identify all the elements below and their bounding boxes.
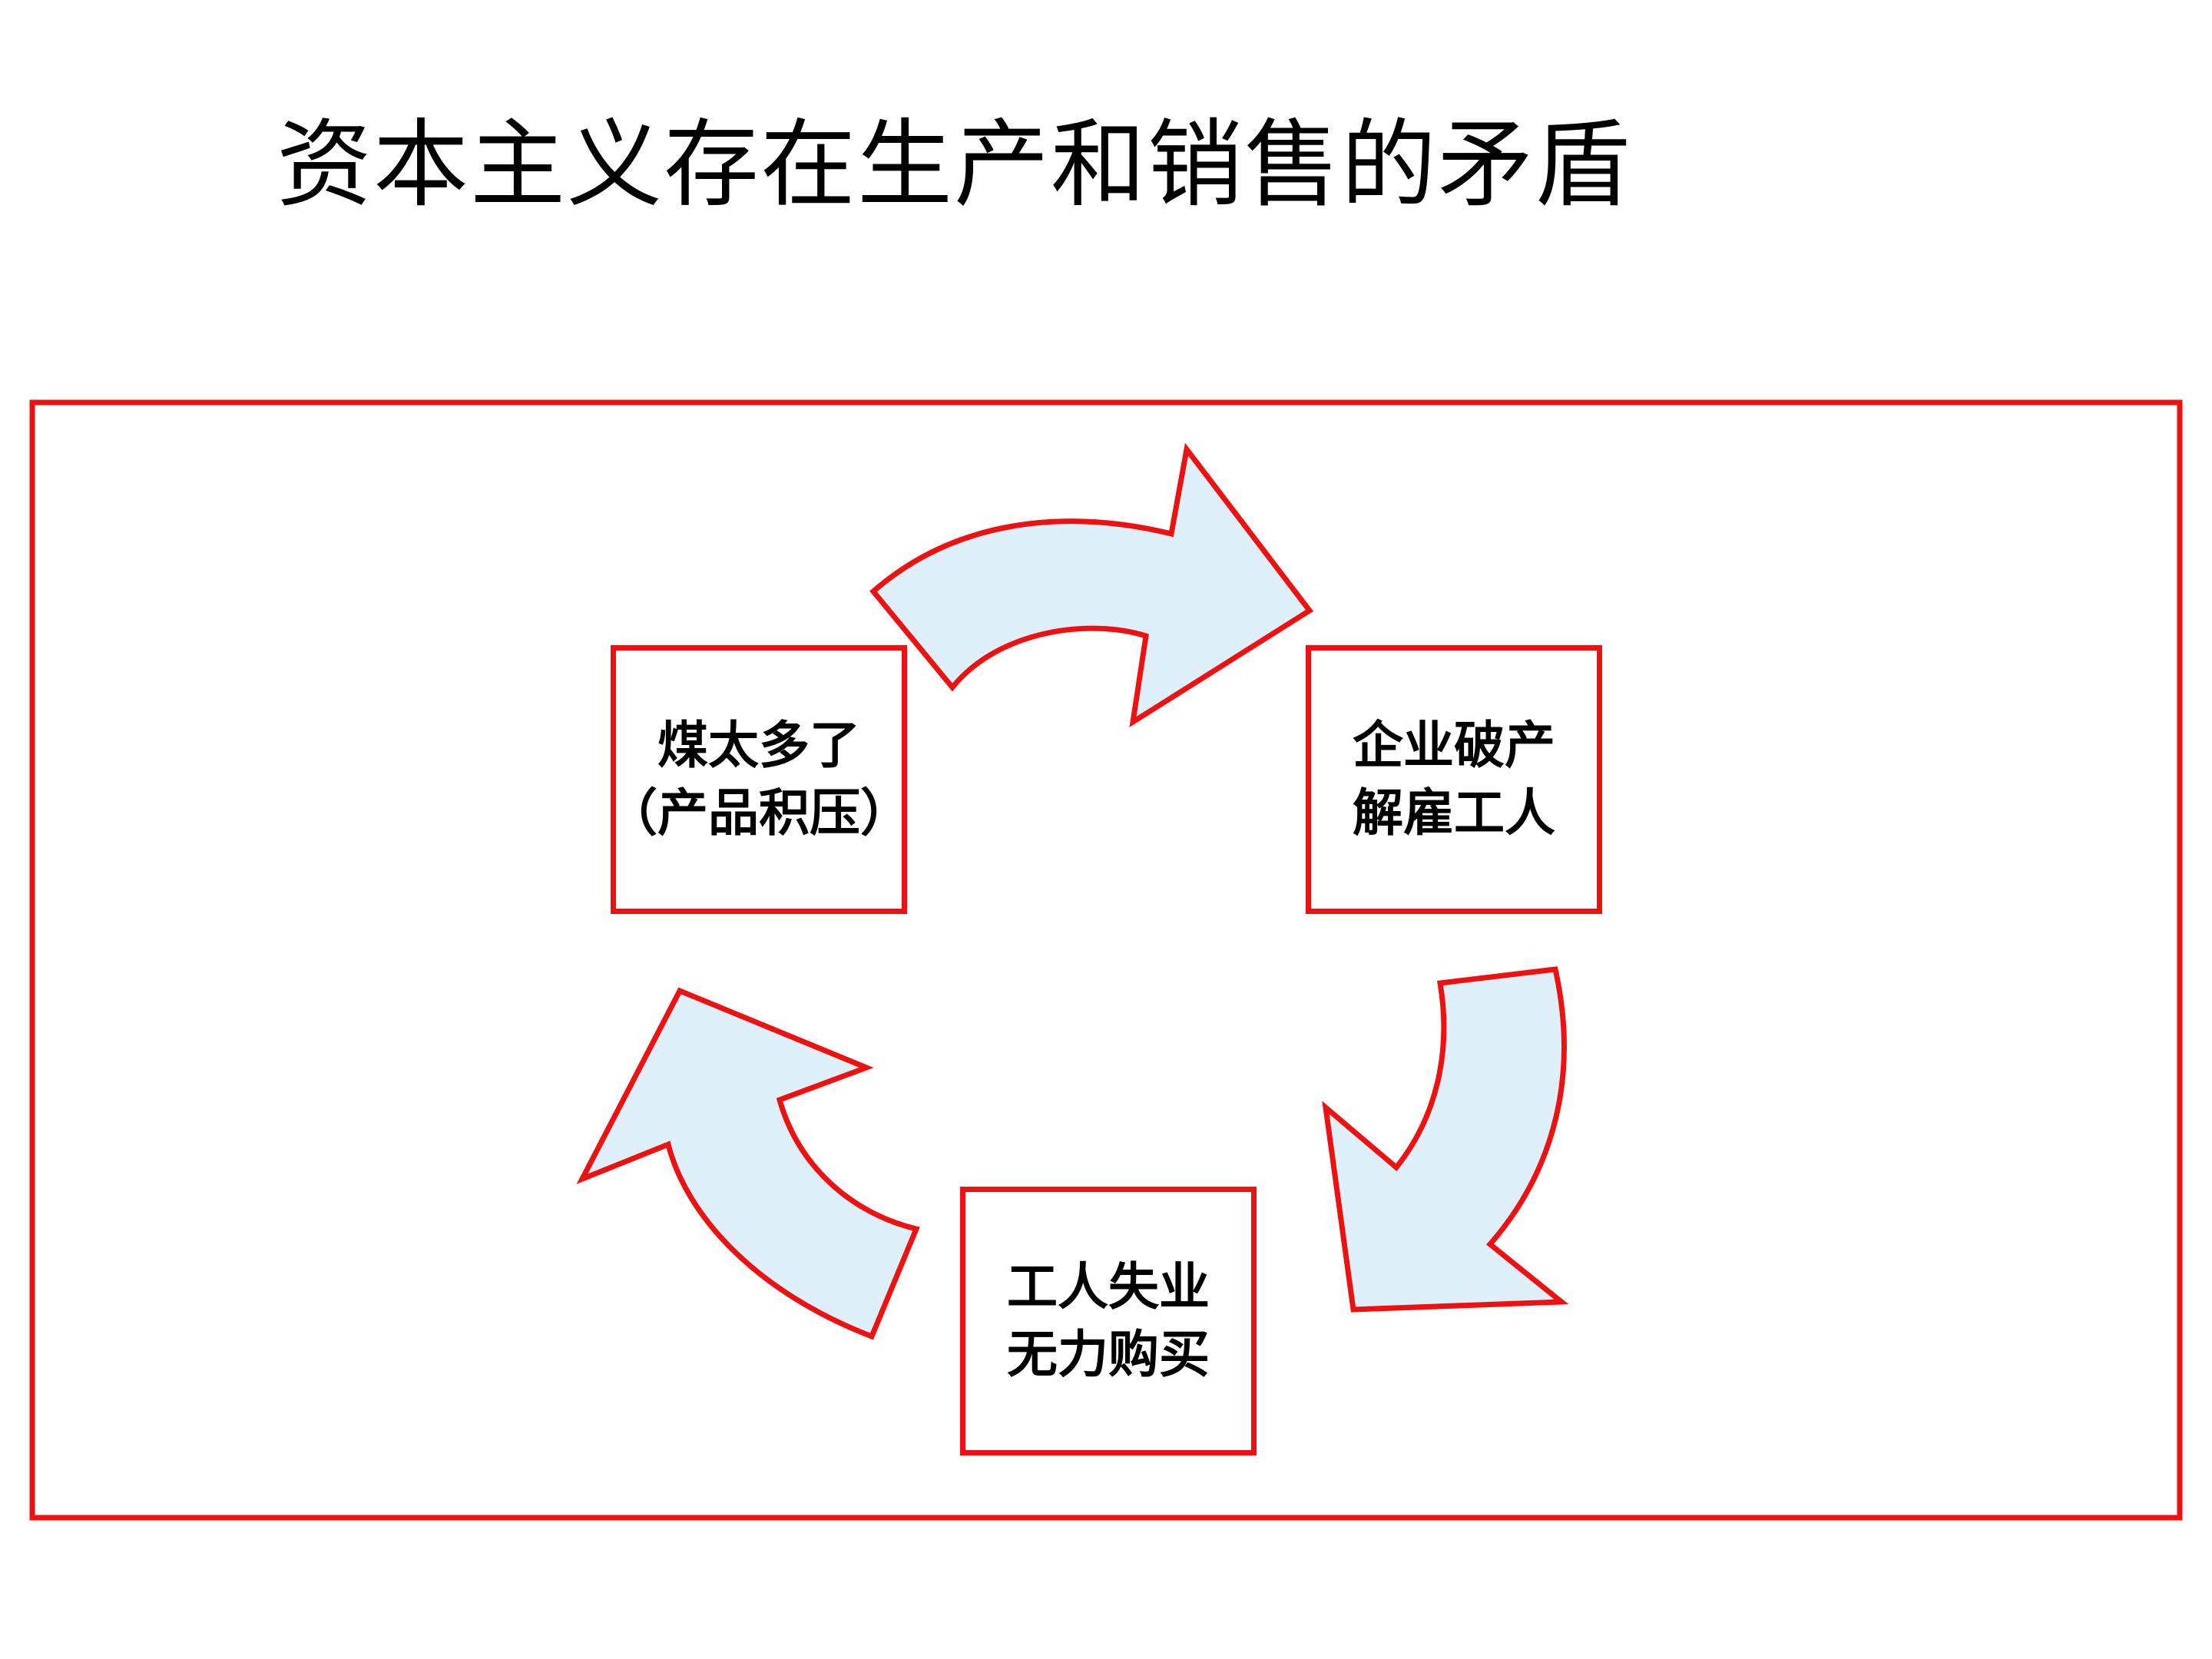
node-unemployed-line-1: 工人失业: [1007, 1257, 1210, 1316]
node-unemployed-line-2: 无力购买: [1007, 1325, 1210, 1384]
node-coal-overproduction: 煤太多了 （产品积压）: [607, 645, 911, 914]
node-enterprise-bankruptcy: 企业破产 解雇工人: [1306, 645, 1602, 914]
node-coal-line-2: （产品积压）: [607, 783, 911, 843]
arrow-bankrupt-to-unemployed: [1322, 966, 1569, 1313]
diagram-frame: [29, 399, 2183, 1521]
node-bankrupt-line-1: 企业破产: [1353, 716, 1555, 775]
slide-title: 资本主义存在生产和销售的矛盾: [276, 110, 1632, 220]
arrow-coal-to-bankrupt: [869, 442, 1314, 728]
arrow-unemployed-to-coal: [576, 987, 920, 1340]
node-coal-line-1: 煤太多了: [657, 716, 860, 775]
node-bankrupt-line-2: 解雇工人: [1353, 783, 1555, 843]
node-workers-unemployed: 工人失业 无力购买: [960, 1187, 1257, 1455]
